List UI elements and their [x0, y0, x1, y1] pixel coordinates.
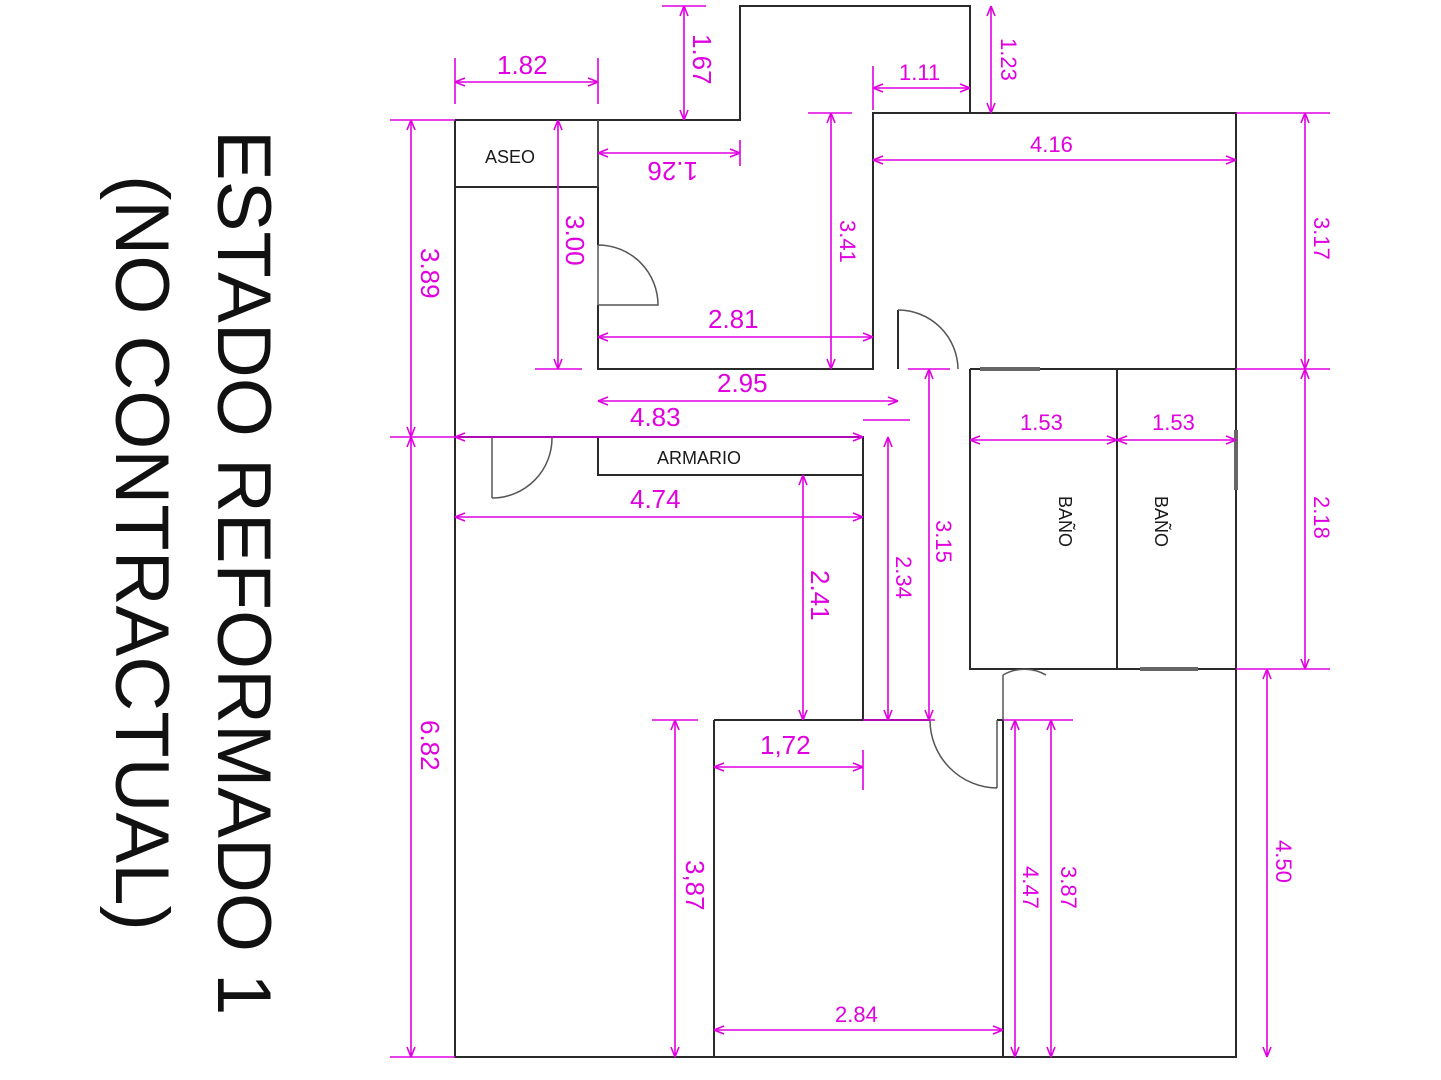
arrow-ticks — [406, 5, 1310, 1058]
top-wall-mid — [598, 5, 971, 121]
dim-label-2-18: 2.18 — [1309, 496, 1334, 539]
dim-label-1-82: 1.82 — [497, 50, 548, 80]
dim-label-3-87-b: 3.87 — [1056, 866, 1081, 909]
doors — [491, 244, 1047, 789]
dimension-arrows — [406, 5, 1310, 1058]
dim-label-2-84: 2.84 — [835, 1002, 878, 1027]
dim-label-1-67: 1.67 — [687, 34, 717, 85]
dim-label-3-41: 3.41 — [835, 220, 860, 263]
dim-label-4-83: 4.83 — [630, 402, 681, 432]
dim-label-1-11: 1.11 — [899, 60, 940, 85]
dim-label-3-17: 3.17 — [1309, 217, 1334, 260]
dim-line-3-89 — [390, 119, 455, 438]
door-bottom-room — [929, 719, 998, 789]
dim-label-2-81: 2.81 — [708, 304, 759, 334]
dimension-lines — [390, 5, 1330, 1058]
dim-label-1-23: 1.23 — [996, 38, 1021, 81]
dim-line-2-34 — [863, 437, 935, 721]
room-label-bano-2: BAÑO — [1151, 496, 1172, 547]
dim-line-2-18 — [1236, 369, 1330, 670]
dim-label-1-26: 1.26 — [647, 156, 698, 186]
dim-label-3-87-a: 3,87 — [680, 860, 710, 911]
dim-label-1-53-b: 1.53 — [1152, 410, 1195, 435]
hall-wall — [597, 112, 1237, 370]
title-line-2: (NO CONTRACTUAL) — [99, 175, 184, 931]
dim-label-4-74: 4.74 — [630, 484, 681, 514]
walls — [454, 5, 1237, 1058]
door-bedroom-left — [491, 436, 553, 499]
dim-line-6-82 — [390, 437, 455, 1058]
dim-line-1-82 — [454, 58, 599, 104]
room-label-bano-1: BAÑO — [1055, 496, 1076, 547]
outer-wall — [454, 120, 1237, 1058]
dim-line-3-17 — [1236, 112, 1330, 370]
dim-label-2-34: 2.34 — [891, 556, 916, 599]
bathroom-block — [969, 368, 1237, 670]
plan-title: ESTADO REFORMADO 1 (NO CONTRACTUAL) — [99, 130, 286, 1015]
dim-label-4-16: 4.16 — [1030, 132, 1073, 157]
dim-label-1-53-a: 1.53 — [1020, 410, 1063, 435]
dim-label-4-47: 4.47 — [1018, 866, 1043, 909]
dim-label-3-89: 3.89 — [415, 248, 445, 299]
door-bath — [1002, 668, 1047, 720]
dim-label-4-50: 4.50 — [1271, 840, 1296, 883]
dimension-labels: 1.82 1.11 4.16 1.26 2.81 2.95 4.83 1.53 … — [415, 34, 1334, 1027]
room-label-armario: ARMARIO — [657, 448, 741, 468]
dim-label-2-95: 2.95 — [717, 368, 768, 398]
dim-label-3-00: 3.00 — [560, 215, 590, 266]
dim-label-2-41: 2.41 — [805, 570, 835, 621]
dim-label-1-72: 1,72 — [760, 730, 811, 760]
door-bedroom-top — [897, 309, 959, 370]
door-hall-left — [597, 244, 659, 306]
dim-label-3-15: 3.15 — [931, 520, 956, 563]
windows — [980, 367, 1238, 671]
dim-line-3-41 — [808, 112, 852, 369]
dim-line-1-72 — [714, 750, 864, 790]
dim-label-6-82: 6.82 — [415, 720, 445, 771]
dim-line-4-83 — [455, 419, 910, 438]
title-line-1: ESTADO REFORMADO 1 — [201, 130, 286, 1015]
room-labels: ASEO ARMARIO BAÑO BAÑO — [485, 147, 1172, 547]
room-label-aseo: ASEO — [485, 147, 535, 167]
